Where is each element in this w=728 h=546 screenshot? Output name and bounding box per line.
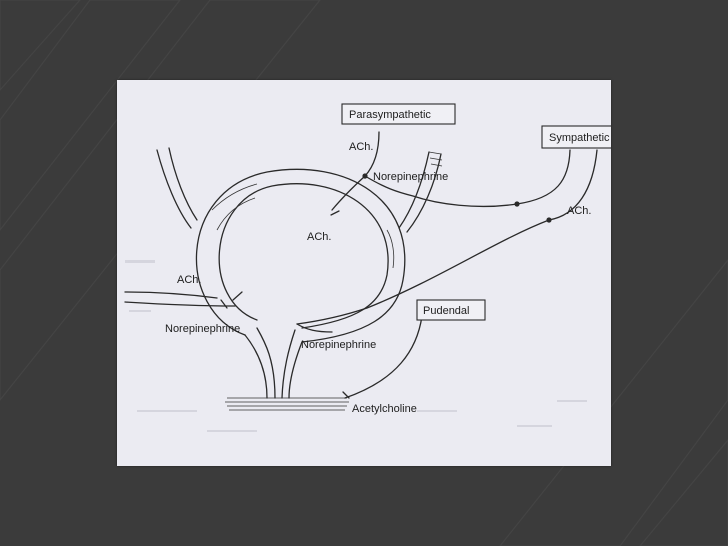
sympathetic-box: Sympathetic <box>541 125 611 149</box>
right-ureter <box>398 151 443 233</box>
left-ureter <box>156 147 198 229</box>
pudendal-label: Pudendal <box>423 305 470 317</box>
parasympathetic-box: Parasympathetic <box>341 103 456 125</box>
norepinephrine-bottom-label: Norepinephrine <box>301 339 376 351</box>
parasympathetic-label: Parasympathetic <box>349 109 431 121</box>
nerve-fibers <box>124 131 598 399</box>
norepinephrine-top-label: Norepinephrine <box>373 171 448 183</box>
ach-sympathetic-label: ACh. <box>567 205 591 217</box>
sympathetic-label: Sympathetic <box>549 132 610 144</box>
ach-inner-label: ACh. <box>307 231 331 243</box>
acetylcholine-label: Acetylcholine <box>352 403 417 415</box>
ach-top-label: ACh. <box>349 141 373 153</box>
pudendal-box: Pudendal <box>416 299 486 321</box>
ach-left-label: ACh. <box>177 274 201 286</box>
norepinephrine-left-label: Norepinephrine <box>165 323 240 335</box>
bladder-innervation-diagram: Parasympathetic Sympathetic Pudendal ACh… <box>117 80 611 466</box>
bladder <box>195 168 406 411</box>
diagram-canvas: Parasympathetic Sympathetic Pudendal ACh… <box>124 103 611 432</box>
